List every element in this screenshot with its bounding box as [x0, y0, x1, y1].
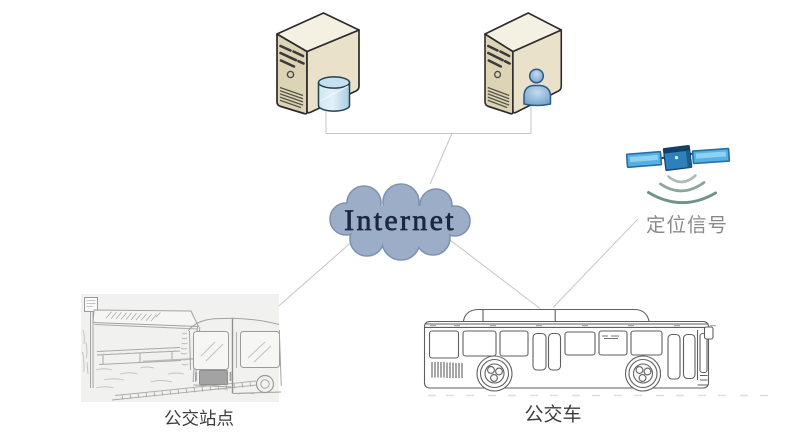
svg-text:公交站点: 公交站点 [164, 409, 234, 429]
svg-text:定位信号: 定位信号 [646, 215, 728, 237]
svg-text:Internet: Internet [344, 204, 456, 237]
svg-text:公交车: 公交车 [525, 404, 582, 426]
